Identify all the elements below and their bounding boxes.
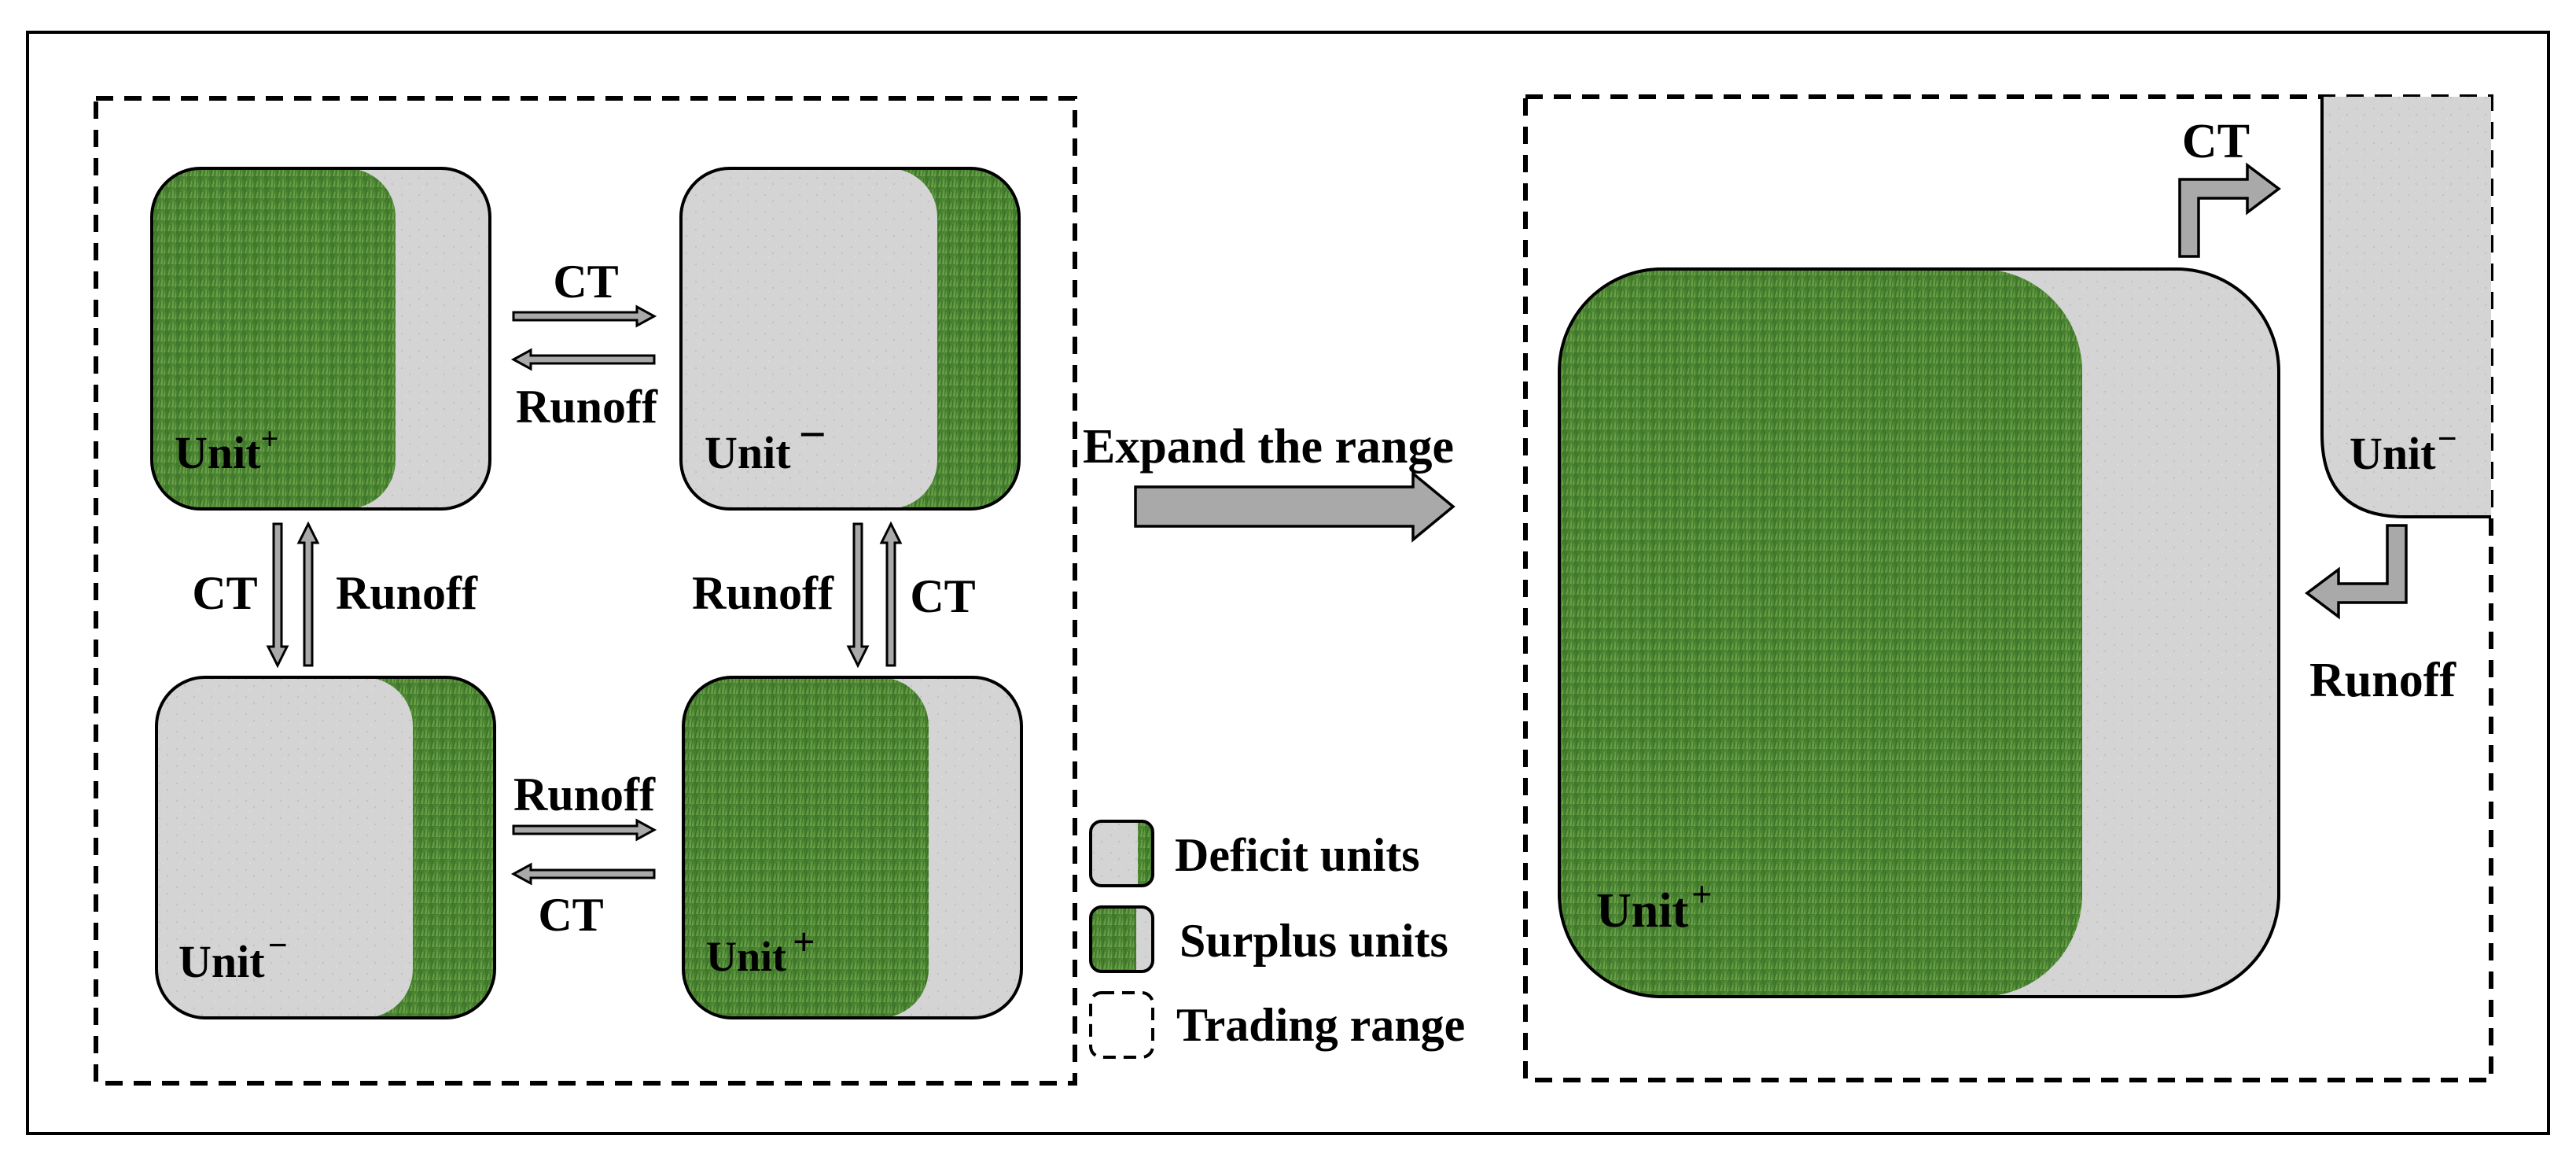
bottom-runoff-arrow (512, 818, 657, 842)
surplus-swatch (1089, 905, 1154, 973)
legend-trading: Trading range (1089, 991, 1465, 1059)
unit-sign: − (799, 408, 826, 462)
right-runoff-label: Runoff (692, 567, 834, 619)
legend-deficit: Deficit units (1089, 820, 1420, 887)
unit-bottom-left-deficit: Unit− (155, 676, 496, 1019)
right-runoff-arrow (846, 522, 870, 669)
expand-range-arrow (1134, 470, 1455, 543)
unit-sign: − (2438, 419, 2457, 458)
bottom-ct-label: CT (538, 889, 603, 941)
left-runoff-label: Runoff (336, 567, 478, 619)
outer-frame (26, 31, 2550, 1135)
unit-top-right-deficit: Unit− (679, 167, 1021, 511)
right-panel-ct-arrow (2178, 162, 2281, 258)
unit-sign: − (268, 926, 288, 964)
right-panel-ct-label: CT (2182, 115, 2250, 168)
unit-bottom-right-surplus: Unit+ (682, 676, 1023, 1019)
svg-text:Unit+: Unit+ (1596, 874, 1712, 938)
left-runoff-arrow (296, 521, 320, 667)
svg-text:Unit+: Unit+ (706, 920, 815, 980)
trading-label: Trading range (1176, 999, 1465, 1051)
top-ct-label: CT (553, 256, 618, 308)
svg-text:Unit−: Unit− (2350, 419, 2457, 479)
unit-sign: + (261, 421, 279, 456)
unit-label: Unit (178, 936, 265, 987)
bottom-ct-arrow (510, 862, 656, 886)
unit-big-surplus: Unit+ (1558, 267, 2280, 998)
left-ct-label: CT (192, 567, 257, 619)
unit-label: Unit (175, 427, 261, 478)
legend: Deficit units Surplus units Trading rang… (1089, 820, 1465, 1059)
right-trading-range (1523, 94, 2493, 1082)
right-ct-label: CT (910, 570, 975, 622)
right-panel-runoff-label: Runoff (2309, 654, 2456, 707)
top-runoff-label: Runoff (516, 381, 658, 433)
left-trading-range (94, 96, 1077, 1086)
unit-corner-deficit: Unit− (2320, 97, 2491, 518)
unit-label: Unit (706, 933, 786, 980)
svg-text:Unit+: Unit+ (175, 421, 278, 478)
right-ct-arrow (879, 521, 903, 667)
expand-range-label: Expand the range (1083, 420, 1454, 474)
unit-label: Unit (705, 427, 791, 478)
unit-sign: + (1691, 874, 1712, 914)
left-ct-arrow (266, 522, 289, 669)
trading-swatch (1089, 991, 1154, 1059)
surplus-label: Surplus units (1179, 915, 1448, 967)
unit-sign: + (793, 920, 815, 964)
right-panel-runoff-arrow (2305, 524, 2408, 620)
unit-label: Unit (2350, 428, 2436, 479)
unit-top-left-surplus: Unit+ (150, 167, 491, 511)
unit-label: Unit (1596, 884, 1688, 938)
svg-text:Unit−: Unit− (178, 926, 288, 987)
deficit-swatch (1089, 820, 1154, 887)
top-ct-arrow (512, 304, 657, 328)
legend-surplus: Surplus units (1089, 905, 1448, 973)
svg-text:Unit−: Unit− (705, 408, 826, 478)
top-runoff-arrow (510, 348, 656, 371)
deficit-label: Deficit units (1175, 829, 1420, 881)
bottom-runoff-label: Runoff (513, 769, 656, 820)
